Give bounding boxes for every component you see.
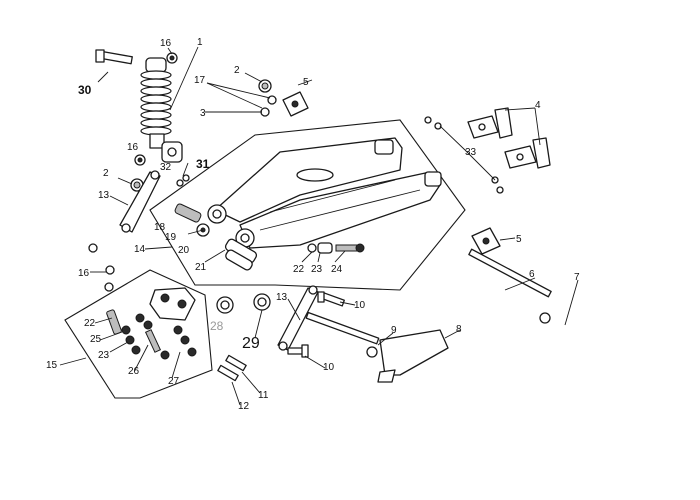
bolts-33 bbox=[424, 116, 504, 194]
callout-24: 24 bbox=[331, 264, 343, 275]
callout-19: 19 bbox=[165, 232, 177, 243]
callout-33: 33 bbox=[465, 147, 477, 158]
washer-2-top bbox=[258, 79, 272, 93]
callout-2-left: 2 bbox=[103, 168, 109, 179]
chain-guard-8 bbox=[377, 329, 449, 383]
callout-27: 27 bbox=[168, 376, 180, 387]
washer-29 bbox=[253, 293, 271, 311]
callout-32: 32 bbox=[160, 162, 172, 173]
callout-22-bushing: 22 bbox=[84, 318, 96, 329]
callout-16-lower: 16 bbox=[78, 268, 90, 279]
rear-axle-6 bbox=[468, 248, 552, 324]
callout-3: 3 bbox=[200, 108, 206, 119]
bolts-11-12 bbox=[217, 354, 247, 382]
callout-1: 1 bbox=[197, 37, 203, 48]
chain-adjuster-4 bbox=[467, 107, 551, 169]
pin-31-32 bbox=[176, 174, 190, 187]
nut-16-mid bbox=[134, 154, 146, 166]
link-plate-13-left bbox=[119, 170, 161, 233]
pivot-parts-22-24 bbox=[307, 242, 365, 254]
callout-20: 20 bbox=[178, 245, 190, 256]
drive-chain-7 bbox=[392, 320, 624, 428]
callout-4: 4 bbox=[535, 100, 541, 111]
leader-lines bbox=[59, 46, 579, 406]
pivot-sleeve-21 bbox=[224, 238, 258, 271]
bushings-22-27 bbox=[106, 309, 197, 360]
callout-13-left: 13 bbox=[98, 190, 110, 201]
pivot-bushings-18-20 bbox=[174, 203, 210, 237]
callout-8: 8 bbox=[456, 324, 462, 335]
callout-5-right: 5 bbox=[516, 234, 522, 245]
washer-2-left bbox=[130, 178, 144, 192]
callout-16-mid: 16 bbox=[127, 142, 139, 153]
screw-17 bbox=[267, 95, 277, 105]
callout-30: 30 bbox=[78, 83, 92, 97]
callout-22-swingarm: 22 bbox=[293, 264, 305, 275]
nuts-16-lower bbox=[88, 243, 115, 292]
swingarm bbox=[207, 137, 442, 249]
callout-25: 25 bbox=[90, 334, 102, 345]
callout-9: 9 bbox=[391, 325, 397, 336]
callout-7: 7 bbox=[574, 272, 580, 283]
rocker-link bbox=[149, 287, 196, 321]
callout-12: 12 bbox=[238, 401, 250, 412]
bushing-group-outline bbox=[64, 269, 213, 399]
callout-21: 21 bbox=[195, 262, 207, 273]
callout-5-top: 5 bbox=[303, 77, 309, 88]
nut-16-top bbox=[166, 52, 178, 64]
callout-14: 14 bbox=[134, 244, 146, 255]
bracket-5-right bbox=[471, 227, 501, 255]
callout-17: 17 bbox=[194, 75, 206, 86]
callout-11: 11 bbox=[258, 390, 269, 401]
washer-28 bbox=[216, 296, 234, 314]
callout-10-upper: 10 bbox=[354, 300, 366, 311]
callout-6: 6 bbox=[529, 269, 535, 280]
callout-13-right: 13 bbox=[276, 292, 288, 303]
callout-2-top: 2 bbox=[234, 65, 240, 76]
rear-shock-absorber bbox=[140, 57, 183, 163]
axle-9 bbox=[305, 311, 380, 358]
callout-28: 28 bbox=[210, 319, 224, 333]
swingarm-group-outline bbox=[149, 119, 466, 291]
callout-18: 18 bbox=[154, 222, 166, 233]
shock-bolt bbox=[95, 49, 133, 65]
callout-10-lower: 10 bbox=[323, 362, 335, 373]
callout-26: 26 bbox=[128, 366, 140, 377]
callout-23-bushing: 23 bbox=[98, 350, 110, 361]
callout-15: 15 bbox=[46, 360, 58, 371]
bracket-5-top bbox=[282, 91, 309, 117]
callout-31: 31 bbox=[196, 157, 210, 171]
callout-23-swingarm: 23 bbox=[311, 264, 323, 275]
callout-16-top: 16 bbox=[160, 38, 172, 49]
callout-29: 29 bbox=[242, 335, 260, 352]
bolt-10-upper bbox=[317, 291, 345, 307]
bolt-10-lower bbox=[287, 344, 309, 358]
nut-3 bbox=[260, 107, 270, 117]
